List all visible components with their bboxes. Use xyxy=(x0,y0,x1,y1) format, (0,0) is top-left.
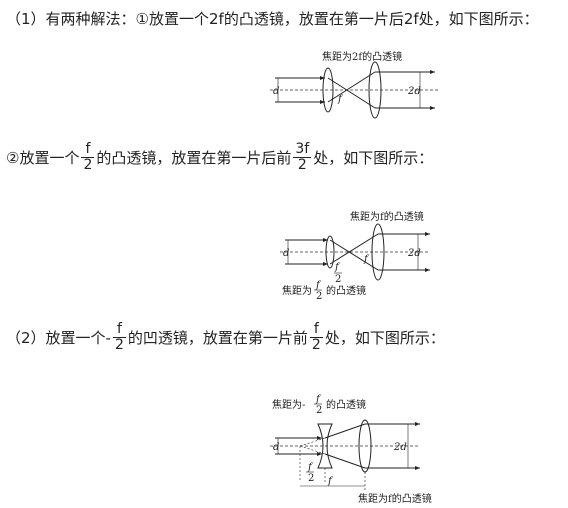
part1b-text: ②放置一个 f 2 的凸透镜，放置在第一片后前 3f 2 处，如下图所示： xyxy=(6,141,434,173)
fraction-3f-over-2: 3f 2 xyxy=(293,141,312,173)
svg-text:f: f xyxy=(315,280,322,291)
svg-text:f: f xyxy=(363,254,370,265)
svg-text:2: 2 xyxy=(308,473,314,484)
fraction-f-over-2: f 2 xyxy=(81,141,95,173)
figure3-bottom-label: 焦距为f的凸透镜 xyxy=(358,492,432,505)
part1-text: （1）有两种解法：①放置一个2f的凸透镜，放置在第一片后2f处，如下图所示： xyxy=(6,10,539,28)
svg-text:2: 2 xyxy=(316,291,322,300)
svg-text:f: f xyxy=(337,94,344,105)
figure1-lens-label: 焦距为2f的凸透镜 xyxy=(322,50,402,63)
svg-text:焦距为: 焦距为 xyxy=(282,284,312,297)
part2-text: （2）放置一个- f 2 的凹透镜，放置在第一片前 f 2 处，如下图所示： xyxy=(6,321,445,353)
svg-text:2d: 2d xyxy=(407,248,421,259)
svg-text:f: f xyxy=(334,262,341,273)
figure3-diagram: 焦距为- f 2 的凸透镜 d 2d f 2 f 焦距为f的凸透镜 xyxy=(270,394,432,505)
svg-text:d: d xyxy=(283,248,289,259)
figure1-diagram: 焦距为2f的凸透镜 d f 2d xyxy=(270,50,440,119)
svg-text:焦距为-: 焦距为- xyxy=(272,398,305,411)
fraction-f-over-2: f 2 xyxy=(112,321,126,353)
svg-text:2d: 2d xyxy=(393,442,407,453)
svg-text:f: f xyxy=(307,462,314,473)
figure2-diagram: 焦距为f的凸透镜 d f 2 f 2d 焦距为 f 2 的凸透镜 xyxy=(280,210,430,300)
fraction-f-over-2-second: f 2 xyxy=(309,321,323,353)
svg-text:f: f xyxy=(315,394,322,405)
svg-text:f: f xyxy=(327,476,334,487)
svg-text:的凸透镜: 的凸透镜 xyxy=(326,398,366,411)
svg-text:2d: 2d xyxy=(407,86,421,97)
svg-text:2: 2 xyxy=(335,274,341,285)
figure2-top-label: 焦距为f的凸透镜 xyxy=(350,210,424,223)
svg-text:d: d xyxy=(273,442,279,453)
svg-text:的凸透镜: 的凸透镜 xyxy=(326,284,366,297)
svg-text:2: 2 xyxy=(316,405,322,416)
svg-text:d: d xyxy=(273,86,279,97)
